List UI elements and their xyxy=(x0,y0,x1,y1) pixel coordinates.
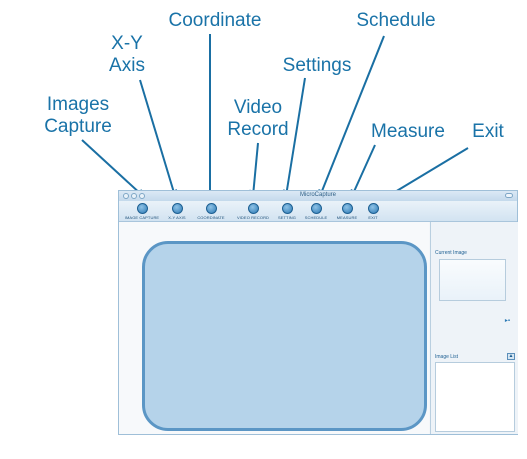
callout-xy-axis: X-Y Axis xyxy=(102,33,152,77)
image-capture-button[interactable]: IMAGE CAPTURE xyxy=(122,203,162,220)
zoom-window-button[interactable] xyxy=(139,193,145,199)
callout-schedule: Schedule xyxy=(356,10,436,31)
exit-icon xyxy=(367,203,379,214)
arrow-images-capture xyxy=(81,139,145,198)
arrow-video-record xyxy=(249,142,259,198)
callout-images-capture: Images Capture xyxy=(38,94,118,138)
coordinate-icon xyxy=(205,203,217,214)
callout-exit: Exit xyxy=(472,121,504,142)
video-icon xyxy=(247,203,259,214)
video-record-button[interactable]: VIDEO RECORD xyxy=(233,203,273,220)
coordinate-label: COORDINATE xyxy=(197,215,225,220)
schedule-button[interactable]: SCHEDULE xyxy=(301,203,331,220)
image-viewer[interactable] xyxy=(142,241,427,431)
minimize-window-button[interactable] xyxy=(131,193,137,199)
arrow-schedule xyxy=(318,35,385,198)
crosshair-icon xyxy=(171,203,183,214)
arrow-exit xyxy=(383,147,469,200)
callout-images-capture-line2: Capture xyxy=(44,116,112,137)
current-image-preview[interactable] xyxy=(439,259,506,301)
arrow-xy-axis xyxy=(139,79,178,198)
xy-axis-button[interactable]: X-Y AXIS xyxy=(164,203,190,220)
gear-icon xyxy=(281,203,293,214)
exit-label: EXIT xyxy=(368,215,378,220)
title-bar: MicroCapture xyxy=(119,191,517,201)
toolbar-toggle-button[interactable] xyxy=(505,193,513,198)
window-title: MicroCapture xyxy=(299,192,336,198)
current-image-label: Current Image xyxy=(435,250,467,256)
arrow-measure xyxy=(350,144,376,198)
image-capture-label: IMAGE CAPTURE xyxy=(124,215,160,220)
xy-axis-label: X-Y AXIS xyxy=(168,215,186,220)
video-record-label: VIDEO RECORD xyxy=(236,215,270,220)
current-image-tool-icon[interactable]: ▸▪ xyxy=(504,318,511,324)
image-list-label: Image List xyxy=(435,354,459,360)
side-panel: Current Image ▸▪ Image List ▲ xyxy=(430,222,518,434)
exit-button[interactable]: EXIT xyxy=(363,203,383,220)
arrow-settings xyxy=(283,77,306,198)
callout-measure: Measure xyxy=(371,121,445,142)
callout-xy-axis-line2: Axis xyxy=(109,55,145,76)
camera-icon xyxy=(136,203,148,214)
close-window-button[interactable] xyxy=(123,193,129,199)
setting-label: SETTING xyxy=(277,215,297,220)
measure-label: MEASURE xyxy=(336,215,358,220)
schedule-label: SCHEDULE xyxy=(304,215,328,220)
callout-coordinate: Coordinate xyxy=(168,10,262,31)
image-list-collapse-button[interactable]: ▲ xyxy=(507,353,515,360)
setting-button[interactable]: SETTING xyxy=(274,203,300,220)
main-content xyxy=(119,222,429,434)
image-list[interactable] xyxy=(435,362,515,432)
app-window: MicroCapture IMAGE CAPTURE X-Y AXIS COOR… xyxy=(118,190,518,435)
callout-settings: Settings xyxy=(282,55,352,76)
toolbar: IMAGE CAPTURE X-Y AXIS COORDINATE VIDEO … xyxy=(119,201,517,222)
callout-xy-axis-line1: X-Y xyxy=(111,33,143,54)
callout-video-record-line1: Video xyxy=(233,97,283,118)
ruler-icon xyxy=(341,203,353,214)
measure-button[interactable]: MEASURE xyxy=(333,203,361,220)
callout-images-capture-line1: Images xyxy=(46,94,110,115)
coordinate-button[interactable]: COORDINATE xyxy=(192,203,230,220)
callout-video-record: Video Record xyxy=(222,97,294,141)
clock-icon xyxy=(310,203,322,214)
callout-video-record-line2: Record xyxy=(227,119,289,140)
